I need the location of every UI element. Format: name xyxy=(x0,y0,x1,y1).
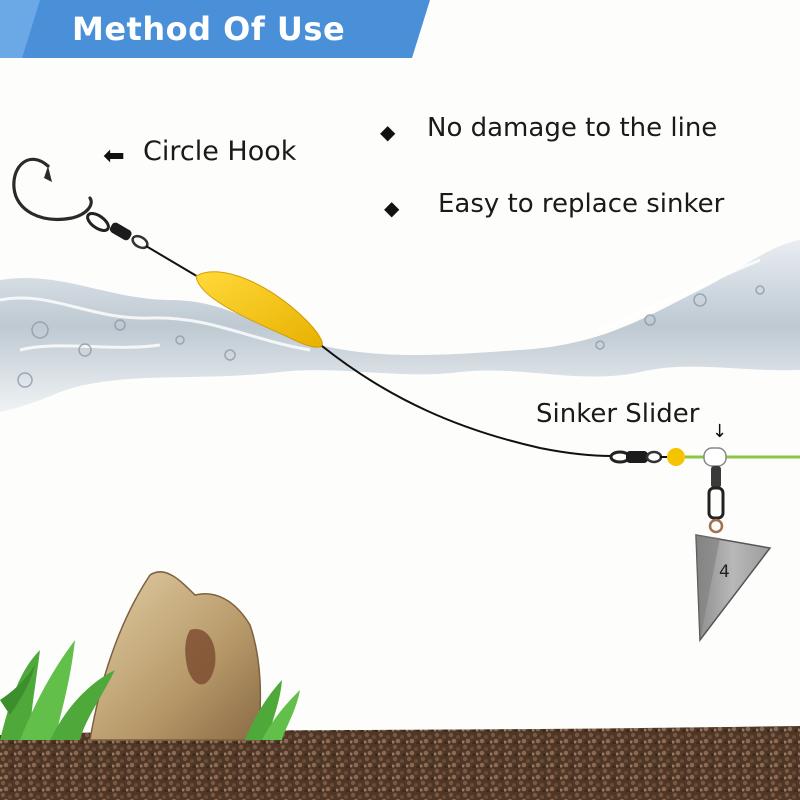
leader-line xyxy=(145,245,201,279)
feature-line-damage: No damage to the line xyxy=(427,113,718,143)
water-bubbles xyxy=(17,285,765,388)
gravel-floor xyxy=(0,726,800,800)
rock xyxy=(89,571,262,741)
circle-hook-label: Circle Hook xyxy=(143,136,297,167)
sinker-slider-clip xyxy=(703,447,727,467)
diamond-bullet-icon: ◆ xyxy=(380,120,396,144)
feature-replace-sinker: Easy to replace sinker xyxy=(438,189,725,219)
diamond-bullet-icon: ◆ xyxy=(384,196,400,220)
hook-swivel xyxy=(86,212,149,250)
sinker-snap xyxy=(707,466,725,534)
banner-title: Method Of Use xyxy=(72,10,346,48)
banner-accent xyxy=(0,0,40,58)
hook-barb xyxy=(44,166,52,182)
banner-background xyxy=(0,0,430,58)
yellow-float xyxy=(195,271,323,348)
pyramid-sinker-facet xyxy=(696,535,720,640)
water-splash-highlight xyxy=(0,258,761,352)
main-line xyxy=(321,345,613,457)
sinker-slider-label: Sinker Slider xyxy=(536,399,700,429)
aquatic-plant-right xyxy=(245,680,300,740)
water-surface xyxy=(0,240,800,412)
down-arrow-icon: ↓ xyxy=(712,421,728,442)
circle-hook xyxy=(12,157,93,221)
bead xyxy=(667,448,685,466)
left-arrow-icon: ⬅ xyxy=(103,141,125,171)
aquatic-plant-left xyxy=(0,640,115,740)
sinker-weight-label: 4 xyxy=(719,562,730,582)
slider-swivel xyxy=(609,450,663,464)
rock-cavity xyxy=(185,629,216,685)
